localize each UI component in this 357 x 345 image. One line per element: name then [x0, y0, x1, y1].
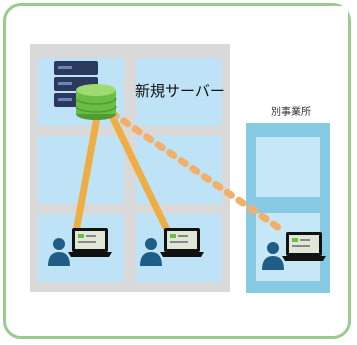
- room: [136, 58, 222, 126]
- user-with-laptop-icon: [262, 232, 326, 270]
- room: [256, 137, 320, 197]
- user-with-laptop-icon: [140, 228, 204, 266]
- connection-lines: [72, 108, 286, 236]
- new-server-label: 新規サーバー: [135, 82, 225, 100]
- branch-office-label: 別事業所: [271, 107, 311, 118]
- wired-link-1: [72, 108, 102, 236]
- branch-office-building: [246, 123, 330, 293]
- remote-link: [108, 109, 286, 234]
- user-with-laptop-icon: [48, 228, 112, 266]
- card-corner-cut: [320, 6, 348, 34]
- wired-link-2: [106, 108, 172, 236]
- server-with-database-icon: [54, 61, 117, 120]
